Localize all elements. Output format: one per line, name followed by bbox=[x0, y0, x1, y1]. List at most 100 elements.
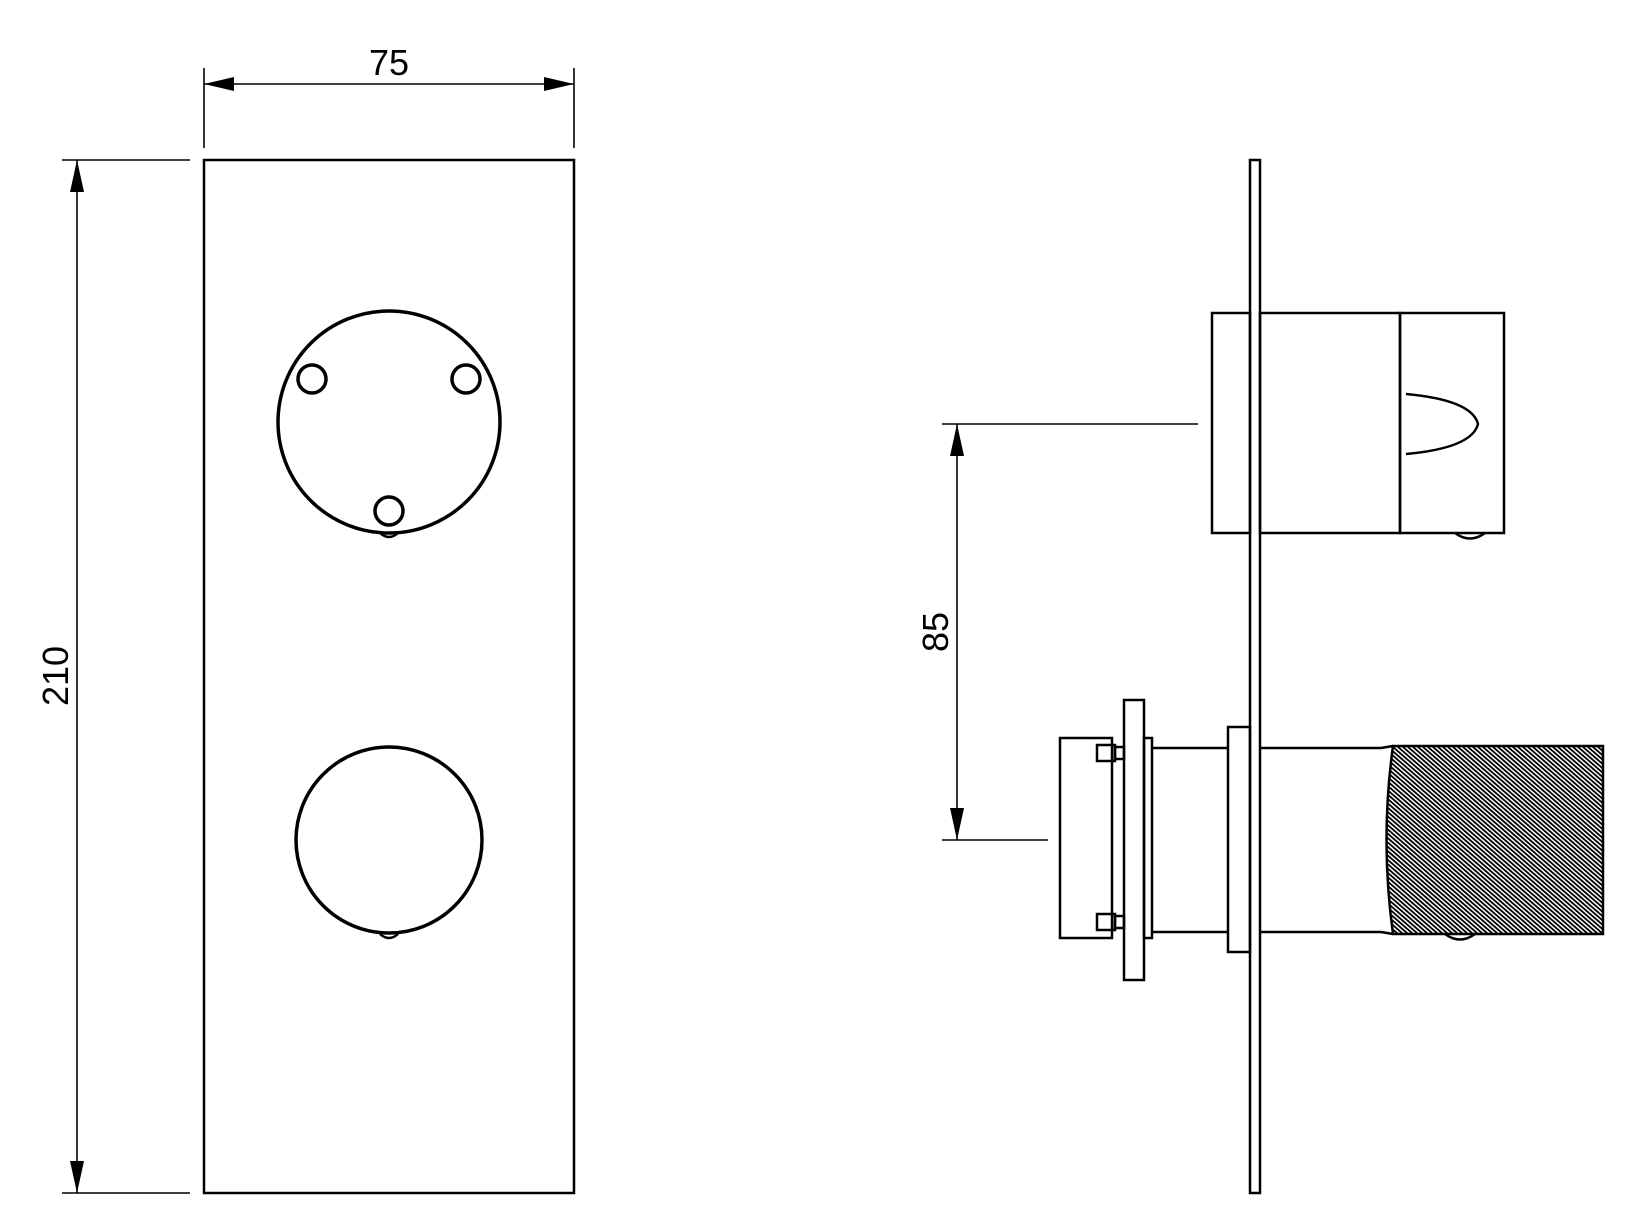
knurl-line bbox=[1386, 746, 1406, 934]
knurl-line bbox=[1519, 746, 1603, 934]
knurl-line bbox=[1469, 746, 1603, 934]
knurl-line bbox=[1605, 740, 1650, 940]
knurl-line bbox=[1534, 746, 1603, 934]
knurl-line bbox=[1459, 746, 1603, 934]
diverter-indicator-bottom bbox=[373, 495, 405, 527]
upper-handle-side bbox=[1210, 311, 1506, 540]
knurl-line bbox=[1559, 746, 1603, 934]
knurl-line bbox=[1386, 746, 1466, 934]
knurl-line bbox=[1386, 746, 1571, 934]
diverter-knob-outline bbox=[276, 309, 502, 535]
knurl-line bbox=[1386, 746, 1416, 934]
knurl-line bbox=[1615, 740, 1650, 940]
knurl-line bbox=[1386, 746, 1446, 934]
width-arrow-right bbox=[544, 77, 574, 91]
knurl-line bbox=[1386, 746, 1596, 934]
wall-sleeve bbox=[1226, 725, 1252, 954]
knurl-line bbox=[1386, 746, 1391, 934]
width-dimension: 75 bbox=[203, 42, 575, 148]
lower-handle-side bbox=[1058, 698, 1650, 982]
knurl-line bbox=[1630, 740, 1650, 940]
knurl-line bbox=[1386, 746, 1521, 934]
knurl-line bbox=[1394, 746, 1603, 934]
width-label: 75 bbox=[369, 42, 409, 83]
knurl-line bbox=[1414, 746, 1603, 934]
knurl-line bbox=[1474, 746, 1603, 934]
knurl-line bbox=[1386, 746, 1556, 934]
knurl-line bbox=[1434, 746, 1603, 934]
knurl-line bbox=[1140, 740, 1370, 940]
upper-handle-marker bbox=[1454, 531, 1486, 540]
knurl-line bbox=[1386, 746, 1501, 934]
flange-spacer bbox=[1142, 736, 1154, 940]
upper-handle-body bbox=[1258, 311, 1402, 535]
thermostatic-knob-marker bbox=[379, 933, 399, 940]
knurl-line bbox=[1386, 746, 1511, 934]
knurl-line bbox=[1564, 746, 1603, 934]
knurl-line bbox=[1386, 746, 1551, 934]
upper-handle-lever-profile bbox=[1405, 392, 1480, 456]
knurl-line bbox=[1130, 740, 1360, 940]
knurl-line bbox=[1386, 746, 1536, 934]
knurl-line bbox=[1599, 746, 1603, 934]
knurl-line bbox=[1115, 740, 1345, 940]
height-label: 210 bbox=[35, 646, 76, 706]
upper-handle-back-part bbox=[1210, 311, 1252, 535]
knurl-line bbox=[1386, 746, 1566, 934]
knurl-line bbox=[1386, 746, 1476, 934]
bolt-shank-top bbox=[1113, 745, 1126, 761]
thermostatic-knob bbox=[294, 745, 484, 940]
knurl-line bbox=[1620, 740, 1650, 940]
knurl-line bbox=[1386, 746, 1531, 934]
knurl-line bbox=[1625, 740, 1650, 940]
side-view: 85 bbox=[915, 158, 1650, 1195]
knurl-line bbox=[1386, 746, 1603, 934]
knurl-line bbox=[1554, 746, 1603, 934]
knurl-line bbox=[1386, 746, 1586, 934]
knurl-line bbox=[1494, 746, 1603, 934]
height-dimension: 210 bbox=[35, 159, 190, 1194]
thermostatic-knob-outline bbox=[294, 745, 484, 935]
height-arrow-top bbox=[70, 160, 84, 192]
diverter-knob-marker bbox=[379, 532, 399, 539]
knurl-line bbox=[1514, 746, 1603, 934]
mounting-flange bbox=[1122, 698, 1146, 982]
knurl-line bbox=[1504, 746, 1603, 934]
knurl-line bbox=[1529, 746, 1603, 934]
bolt-shank-bottom bbox=[1113, 914, 1126, 930]
knurl-line bbox=[1386, 746, 1561, 934]
knurl-line bbox=[1424, 746, 1603, 934]
knurl-line bbox=[1479, 746, 1603, 934]
knurl-line bbox=[1484, 746, 1603, 934]
width-arrow-left bbox=[204, 77, 234, 91]
knurl-line bbox=[1386, 746, 1411, 934]
upper-handle-front bbox=[1398, 311, 1506, 535]
knurl-line bbox=[1150, 740, 1380, 940]
knurl-line bbox=[1539, 746, 1603, 934]
knurl-line bbox=[1155, 740, 1385, 940]
knurl-line bbox=[1449, 746, 1603, 934]
knurl-line bbox=[1386, 746, 1481, 934]
knurl-line bbox=[1386, 746, 1431, 934]
knurl-line bbox=[1386, 746, 1486, 934]
knurl-line bbox=[1444, 746, 1603, 934]
knurl-line bbox=[1524, 746, 1603, 934]
knurl-line bbox=[1386, 746, 1541, 934]
knurl-line bbox=[1549, 746, 1603, 934]
diverter-indicator-left bbox=[296, 363, 328, 395]
knurl-line bbox=[1464, 746, 1603, 934]
knurl-line bbox=[1386, 746, 1526, 934]
knurl-line bbox=[1610, 740, 1650, 940]
knurl-line bbox=[1120, 740, 1350, 940]
knurl-line bbox=[1409, 746, 1603, 934]
knurl-line bbox=[1499, 746, 1603, 934]
knurled-grip-pattern bbox=[1115, 740, 1650, 940]
knurl-line bbox=[1404, 746, 1603, 934]
spindle-block bbox=[1058, 736, 1114, 940]
knurl-line bbox=[1386, 746, 1516, 934]
diverter-knob bbox=[276, 309, 502, 539]
knurl-line bbox=[1454, 746, 1603, 934]
knurl-line bbox=[1386, 746, 1456, 934]
knurl-line bbox=[1386, 746, 1546, 934]
